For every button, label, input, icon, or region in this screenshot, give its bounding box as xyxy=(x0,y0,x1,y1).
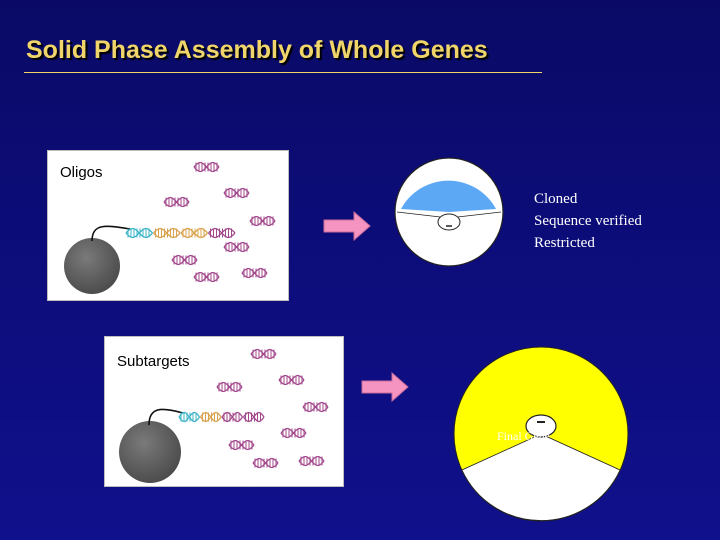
free-oligo xyxy=(193,161,220,173)
attached-dna-strand xyxy=(178,411,265,423)
free-subtarget xyxy=(252,457,279,469)
tether-line xyxy=(91,225,131,242)
process-arrow xyxy=(361,371,409,403)
oligos-panel: Oligos xyxy=(47,150,289,301)
free-oligo xyxy=(193,271,220,283)
solid-support-bead xyxy=(119,421,181,483)
cloned-plasmid xyxy=(394,157,504,267)
free-subtarget xyxy=(228,439,255,451)
title-underline xyxy=(24,72,542,73)
free-oligo xyxy=(171,254,198,266)
plasmid-notes: Cloned Sequence verified Restricted xyxy=(534,188,642,254)
note-restricted: Restricted xyxy=(534,235,595,251)
note-cloned: Cloned xyxy=(534,191,578,207)
oligos-label: Oligos xyxy=(60,164,103,181)
tether-line xyxy=(148,408,184,426)
free-subtarget xyxy=(278,374,305,386)
solid-support-bead xyxy=(64,238,120,294)
free-subtarget xyxy=(298,455,325,467)
subtargets-panel: Subtargets xyxy=(104,336,344,487)
free-oligo xyxy=(223,187,250,199)
free-oligo xyxy=(163,196,190,208)
attached-dna-strand xyxy=(125,227,236,239)
free-subtarget xyxy=(250,348,277,360)
free-subtarget xyxy=(216,381,243,393)
slide-title: Solid Phase Assembly of Whole Genes xyxy=(26,36,488,64)
free-oligo xyxy=(223,241,250,253)
free-subtarget xyxy=(302,401,329,413)
final-gene-plasmid xyxy=(453,346,629,522)
note-sequence-verified: Sequence verified xyxy=(534,213,642,229)
subtargets-label: Subtargets xyxy=(117,353,190,370)
free-oligo xyxy=(241,267,268,279)
free-oligo xyxy=(249,215,276,227)
process-arrow xyxy=(323,210,371,242)
free-subtarget xyxy=(280,427,307,439)
final-gene-label: Final Gene xyxy=(497,429,550,443)
